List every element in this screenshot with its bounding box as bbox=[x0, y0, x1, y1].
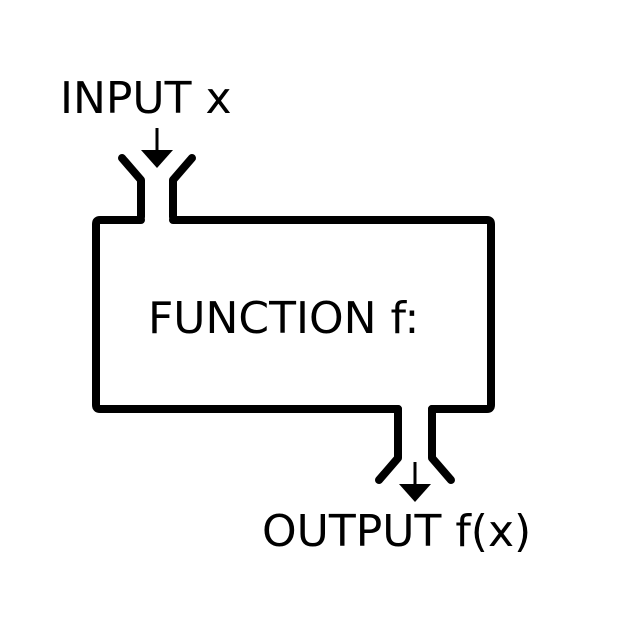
output-label: OUTPUT f(x) bbox=[262, 506, 531, 557]
function-label: FUNCTION f: bbox=[148, 293, 419, 344]
input-arrow bbox=[141, 128, 173, 168]
output-arrow bbox=[399, 462, 431, 502]
input-funnel bbox=[118, 154, 196, 221]
input-label: INPUT x bbox=[60, 73, 232, 124]
function-box bbox=[92, 216, 495, 413]
output-funnel bbox=[375, 405, 455, 484]
